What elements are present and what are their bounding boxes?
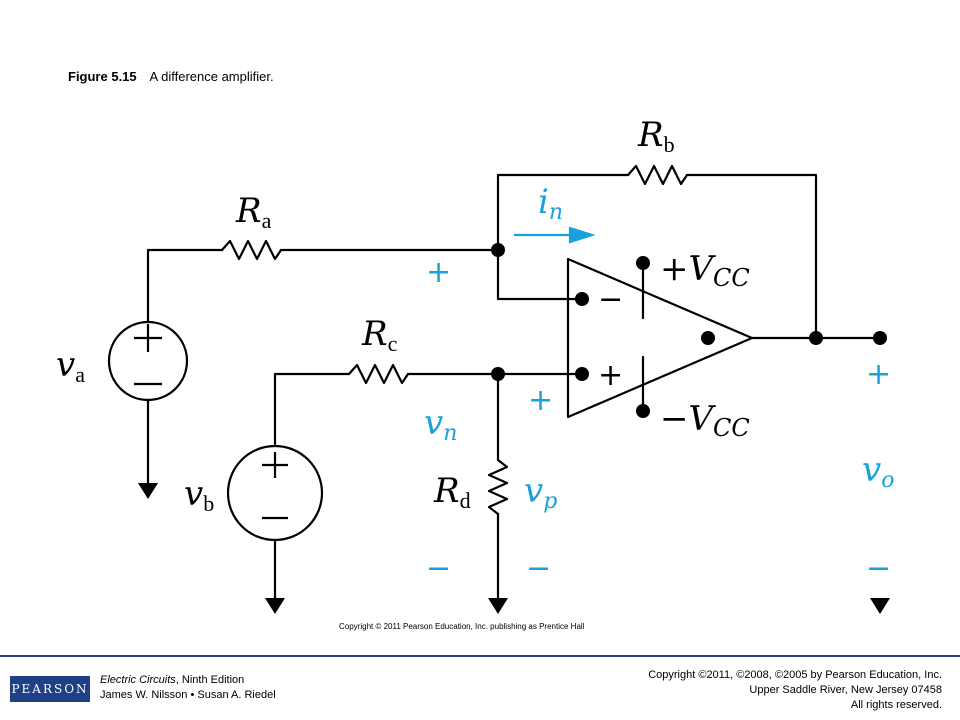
ground-vo <box>870 598 890 614</box>
label-ra: Ra <box>235 191 272 233</box>
vo-minus-sign: − <box>866 551 891 586</box>
label-vo: vo <box>862 450 894 493</box>
vn-plus-sign: + <box>426 255 451 290</box>
figure-number: Figure 5.15 <box>68 69 137 84</box>
label-minus-vcc: −VCC <box>660 399 750 442</box>
node-noninverting <box>491 367 505 381</box>
vp-plus-sign: + <box>528 383 553 418</box>
vn-minus-sign: − <box>426 551 451 586</box>
label-vp: vp <box>524 471 557 514</box>
node-op-minus <box>575 292 589 306</box>
op-amp-noninverting-sign: + <box>598 358 623 393</box>
current-arrow-head <box>568 226 596 244</box>
book-edition: , Ninth Edition <box>175 674 245 686</box>
ground-rd <box>488 598 508 614</box>
resistor-ra <box>220 239 283 261</box>
book-info: Electric Circuits, Ninth Edition James W… <box>100 673 276 703</box>
pearson-logo: PEARSON <box>10 676 90 702</box>
figure-copyright: Copyright © 2011 Pearson Education, Inc.… <box>339 622 585 631</box>
node-vcc-plus <box>636 256 650 270</box>
label-plus-vcc: +VCC <box>660 249 750 292</box>
figure-title: A difference amplifier. <box>149 69 274 84</box>
vb-plus-mark <box>262 452 288 478</box>
node-feedback <box>809 331 823 345</box>
wire-vb-top <box>273 372 351 446</box>
wire-feedback-left <box>496 173 630 252</box>
op-amp-inverting-sign: − <box>598 282 623 317</box>
book-authors: James W. Nilsson • Susan A. Riedel <box>100 689 276 701</box>
resistor-rd <box>487 458 509 516</box>
wire-inverting-input <box>496 248 584 301</box>
node-op-output <box>701 331 715 345</box>
footer-divider <box>0 655 960 657</box>
node-vcc-minus <box>636 404 650 418</box>
label-vb: vb <box>184 474 214 516</box>
op-amp-triangle <box>566 257 754 419</box>
book-title: Electric Circuits <box>100 674 176 686</box>
figure-caption: Figure 5.15 A difference amplifier. <box>68 69 274 84</box>
resistor-rb <box>626 164 689 186</box>
ground-vb <box>265 598 285 614</box>
resistor-rc <box>347 363 410 385</box>
footer-copyright: Copyright ©2011, ©2008, ©2005 by Pearson… <box>648 668 942 713</box>
label-rb: Rb <box>637 115 675 157</box>
copyright-line-3: All rights reserved. <box>850 699 942 711</box>
wire-feedback-right <box>685 173 818 340</box>
label-rc: Rc <box>361 314 398 356</box>
vp-minus-sign: − <box>526 551 551 586</box>
va-plus-mark <box>134 324 162 352</box>
node-inverting <box>491 243 505 257</box>
wire-va-top <box>146 248 224 324</box>
vo-plus-sign: + <box>866 357 891 392</box>
terminal-vo <box>873 331 887 345</box>
ground-va <box>138 483 158 499</box>
label-rd: Rd <box>433 471 471 513</box>
label-va: va <box>56 345 85 387</box>
label-vn: vn <box>424 403 457 446</box>
copyright-line-2: Upper Saddle River, New Jersey 07458 <box>749 684 942 696</box>
copyright-line-1: Copyright ©2011, ©2008, ©2005 by Pearson… <box>648 669 942 681</box>
label-in: in <box>538 182 563 225</box>
node-op-plus <box>575 367 589 381</box>
